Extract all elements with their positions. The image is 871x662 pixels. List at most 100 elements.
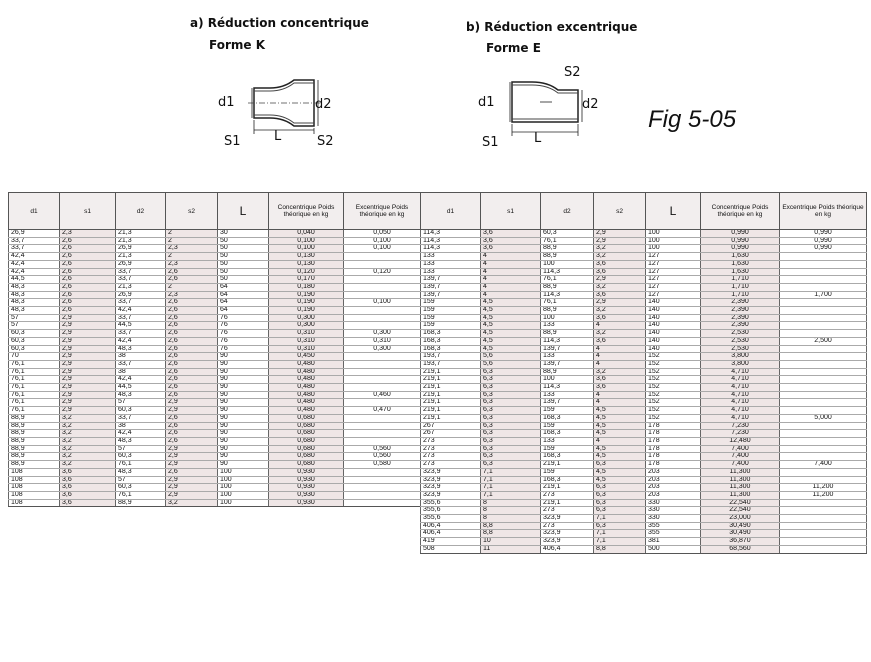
cell-d2: 42,4 <box>115 337 166 346</box>
cell-l: 355 <box>645 529 701 539</box>
cell-l: 64 <box>217 306 269 315</box>
cell-eccentric-weight <box>343 352 421 361</box>
cell-d1: 60,3 <box>8 337 60 346</box>
cell-d1: 133 <box>420 260 481 269</box>
cell-d1: 57 <box>8 314 60 323</box>
cell-s2: 2,6 <box>165 268 218 277</box>
cell-s2: 2 <box>165 237 218 246</box>
cell-s1: 4 <box>480 252 541 261</box>
cell-l: 140 <box>645 329 701 338</box>
cell-d2: 33,7 <box>115 298 166 308</box>
label-s2: S2 <box>564 65 581 80</box>
cell-s2: 2,9 <box>593 229 646 238</box>
cell-d2: 114,3 <box>540 337 594 346</box>
cell-concentric-weight: 0,930 <box>268 491 344 500</box>
cell-eccentric-weight <box>779 545 867 554</box>
cell-l: 90 <box>217 360 269 369</box>
cell-l: 152 <box>645 391 701 400</box>
cell-eccentric-weight <box>779 375 867 385</box>
cell-d1: 323,9 <box>420 491 481 500</box>
cell-d1: 33,7 <box>8 244 60 254</box>
cell-s1: 3,6 <box>59 499 116 508</box>
cell-s2: 4 <box>593 345 646 354</box>
cell-l: 76 <box>217 321 269 331</box>
cell-d2: 88,9 <box>540 244 594 254</box>
cell-d1: 114,3 <box>420 237 481 246</box>
cell-concentric-weight: 2,390 <box>700 321 780 331</box>
cell-d1: 159 <box>420 321 481 331</box>
cell-d2: 406,4 <box>540 545 594 554</box>
cell-d2: 57 <box>115 445 166 454</box>
cell-l: 90 <box>217 460 269 469</box>
cell-l: 100 <box>645 237 701 246</box>
cell-s2: 2 <box>165 252 218 261</box>
cell-eccentric-weight <box>779 406 867 415</box>
cell-d2: 76,1 <box>540 275 594 284</box>
cell-eccentric-weight <box>343 360 421 369</box>
cell-d2: 88,9 <box>115 499 166 508</box>
cell-eccentric-weight <box>779 345 867 354</box>
cell-d1: 323,9 <box>420 483 481 492</box>
cell-s2: 2,9 <box>593 298 646 308</box>
cell-s2: 2,6 <box>165 321 218 331</box>
cell-d1: 76,1 <box>8 375 60 385</box>
cell-s1: 6,3 <box>480 422 541 431</box>
cell-l: 500 <box>645 545 701 554</box>
cell-s1: 3,6 <box>480 237 541 246</box>
cell-d1: 42,4 <box>8 252 60 261</box>
cell-d2: 60,3 <box>540 229 594 238</box>
cell-l: 127 <box>645 268 701 277</box>
cell-d2: 219,1 <box>540 460 594 469</box>
cell-s1: 4 <box>480 268 541 277</box>
cell-d1: 108 <box>8 499 60 508</box>
cell-eccentric-weight <box>779 391 867 400</box>
cell-s2: 7,1 <box>593 537 646 546</box>
cell-eccentric-weight: 0,050 <box>343 229 421 238</box>
cell-l: 64 <box>217 298 269 308</box>
cell-eccentric-weight <box>343 375 421 385</box>
cell-eccentric-weight <box>779 529 867 539</box>
cell-eccentric-weight: 0,100 <box>343 237 421 246</box>
cell-s1: 3,6 <box>480 229 541 238</box>
cell-l: 90 <box>217 437 269 446</box>
cell-l: 203 <box>645 491 701 500</box>
cell-d2: 219,1 <box>540 499 594 508</box>
cell-concentric-weight: 0,480 <box>268 383 344 392</box>
cell-concentric-weight: 7,230 <box>700 429 780 438</box>
cell-eccentric-weight: 0,100 <box>343 298 421 308</box>
cell-l: 178 <box>645 422 701 431</box>
cell-concentric-weight: 0,990 <box>700 244 780 254</box>
cell-s2: 2,9 <box>165 398 218 408</box>
cell-concentric-weight: 0,300 <box>268 314 344 323</box>
cell-d2: 48,3 <box>115 437 166 446</box>
cell-concentric-weight: 0,990 <box>700 237 780 246</box>
cell-l: 178 <box>645 445 701 454</box>
cell-eccentric-weight <box>779 383 867 392</box>
cell-concentric-weight: 4,710 <box>700 406 780 415</box>
cell-s1: 2,9 <box>59 398 116 408</box>
cell-s1: 4,5 <box>480 298 541 308</box>
header-concentric-weight: Concentrique Poids théorique en kg <box>700 192 780 230</box>
label-d1: d1 <box>218 95 235 110</box>
cell-concentric-weight: 11,300 <box>700 491 780 500</box>
caption-b-title: b) Réduction excentrique <box>466 20 638 34</box>
cell-concentric-weight: 1,710 <box>700 291 780 300</box>
cell-d1: 273 <box>420 437 481 446</box>
